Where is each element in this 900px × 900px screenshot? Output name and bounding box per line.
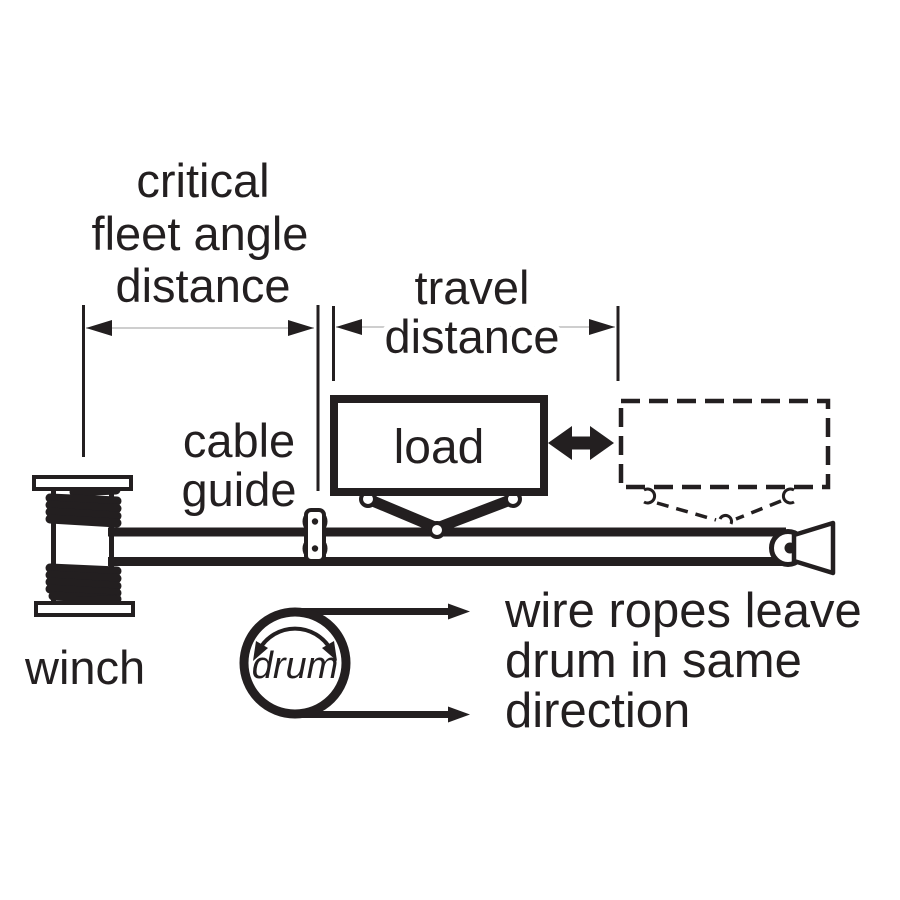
double-arrow-icon [548,426,614,460]
sling-leg-right [431,493,519,534]
load-box [330,395,548,496]
cable-guide-label-line1: cable [183,414,295,467]
drum-rotation-arrowhead-right [322,641,337,661]
rope-note-line2: drum in same [505,634,802,688]
rope-note-line3: direction [505,684,690,738]
travel-distance-dimension: travel distance [332,255,620,381]
ghost-load-box [618,398,831,490]
dimension-arrowhead-left [86,320,112,336]
ghost-sling-leg-left [656,501,717,522]
ghost-load-assembly [618,398,831,525]
ghost-sling-hook-left [643,487,657,505]
cable-guide-assembly: cable guide [182,414,328,563]
winch-label: winch [24,641,145,694]
ghost-sling-hook-right [781,487,795,505]
cable-guide-pin-top [311,518,319,525]
load-assembly: load [330,395,548,539]
rope-direction-arrow-bottom-icon [448,706,470,723]
wire-ropes [108,527,786,566]
rope-termination-assembly [769,520,836,576]
sling-ring-apex [428,521,446,539]
cable-guide-plate [304,508,326,563]
critical-dimension-label-line2: fleet angle [92,207,309,260]
winch-flange-top [32,475,133,491]
drum-rotation-arrow-icon [257,626,333,651]
ghost-sling-hook-apex [718,513,734,525]
winch-flange-bottom [34,601,135,617]
termination-pin [784,542,796,554]
rope-direction-note: wire ropes leave drum in same direction [504,584,862,738]
dimension-arrowhead-left [336,319,362,335]
winch-rope-coils-top [45,485,122,528]
winch-rope-coils-bottom [45,563,122,606]
drum-label: drum [252,645,339,687]
cable-guide-pin-bottom [311,545,319,552]
dimension-arrowhead-right [288,320,314,336]
cable-guide-label-line2: guide [182,463,297,516]
termination-funnel [791,520,836,576]
drum-detail: drum [239,603,470,723]
rope-direction-arrow-top-icon [448,603,470,620]
travel-dimension-label-line2: distance [384,310,559,363]
winch-assembly: winch [24,475,145,694]
dimension-arrowhead-right [589,319,615,335]
critical-dimension-label-line1: critical [136,154,269,207]
critical-dimension-label-line3: distance [115,259,290,312]
critical-fleet-angle-dimension: critical fleet angle distance [82,154,320,491]
sling-leg-left [362,493,443,534]
ghost-sling-leg-right [735,499,782,521]
load-label: load [394,421,485,474]
drum-rotation-arrowhead-left [253,641,268,661]
travel-dimension-label-line1: travel [415,261,530,314]
rope-note-line1: wire ropes leave [504,584,862,638]
